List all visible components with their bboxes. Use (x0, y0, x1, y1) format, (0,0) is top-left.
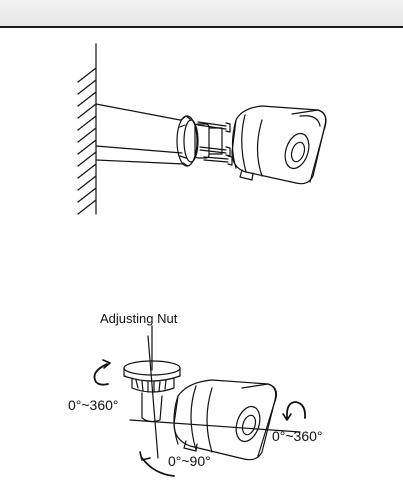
adjusting-nut-label: Adjusting Nut (100, 311, 178, 326)
guide-line (96, 160, 184, 164)
bullet-camera-body (174, 380, 276, 460)
bullet-camera-body (232, 106, 326, 184)
rotate-arrow-icon (283, 402, 305, 420)
screw (204, 156, 232, 165)
pan-rotation-arrow-icon (94, 360, 110, 385)
guide-line (96, 104, 180, 120)
angle-adjustment-figure: Adjusting Nut 0°~360° 0°~90° 0°~360° (68, 311, 323, 476)
screw (200, 147, 230, 156)
guide-line (96, 146, 182, 153)
wall-hatching (78, 68, 96, 214)
vertical-axis-line (148, 336, 158, 458)
wall-mount-figure (78, 44, 326, 214)
tilt-range-label: 0°~90° (168, 453, 211, 469)
rotate-range-label: 0°~360° (272, 428, 323, 444)
pan-range-label: 0°~360° (68, 397, 119, 413)
